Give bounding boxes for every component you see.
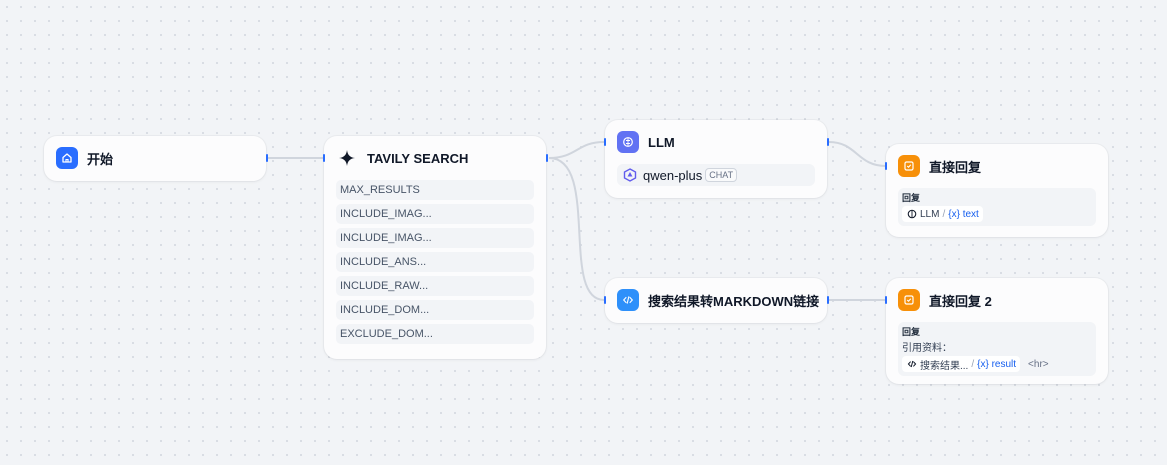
model-selector[interactable]: qwen-plus CHAT (617, 164, 815, 186)
param-item: MAX_RESULTS (336, 180, 534, 200)
input-handle[interactable] (604, 296, 606, 304)
node-title: 搜索结果转MARKDOWN链接 (648, 293, 820, 309)
edge-tavily-code (548, 157, 605, 301)
variable-separator: / (942, 208, 946, 220)
answer-label: 回复 (902, 193, 921, 203)
node-title: 直接回复 (929, 159, 982, 175)
node-code-markdown[interactable]: 搜索结果转MARKDOWN链接 (604, 278, 829, 323)
param-item: INCLUDE_DOM... (336, 300, 534, 320)
code-icon (906, 359, 917, 370)
param-item: INCLUDE_IMAG... (336, 204, 534, 224)
node-title: TAVILY SEARCH (367, 150, 469, 166)
edge-tavily-llm (548, 141, 605, 159)
home-icon (56, 147, 78, 169)
variable-separator: / (971, 358, 975, 370)
answer-icon (898, 155, 920, 177)
output-handle[interactable] (546, 154, 548, 162)
node-title: 开始 (87, 151, 114, 167)
input-handle[interactable] (604, 138, 606, 146)
variable-reference: LLM / {x} text (902, 206, 983, 222)
node-llm[interactable]: LLM qwen-plus CHAT (604, 120, 829, 198)
code-icon (617, 289, 639, 311)
param-list: MAX_RESULTS INCLUDE_IMAG... INCLUDE_IMAG… (324, 180, 546, 344)
param-item: INCLUDE_IMAG... (336, 228, 534, 248)
input-handle[interactable] (323, 154, 325, 162)
param-item: EXCLUDE_DOM... (336, 324, 534, 344)
brain-icon (906, 209, 917, 220)
qwen-logo-icon (623, 168, 637, 182)
param-item: INCLUDE_RAW... (336, 276, 534, 296)
output-handle[interactable] (266, 154, 268, 162)
variable-name: {x} text (948, 208, 979, 220)
brain-icon (617, 131, 639, 153)
answer-label: 回复 (902, 327, 921, 337)
node-answer-1[interactable]: 直接回复 回复 LLM / {x} text (885, 144, 1108, 237)
variable-reference: 搜索结果... / {x} result (902, 356, 1021, 372)
answer-icon (898, 289, 920, 311)
variable-source: 搜索结果... (920, 360, 969, 372)
edge-llm-answer1 (828, 141, 887, 167)
output-handle[interactable] (827, 138, 829, 146)
node-title: 直接回复 2 (929, 293, 992, 309)
html-tag: <hr> (1028, 358, 1049, 370)
param-item: INCLUDE_ANS... (336, 252, 534, 272)
node-start[interactable]: 开始 (44, 136, 268, 181)
answer-text: 引用资料： (902, 343, 952, 354)
node-title: LLM (648, 134, 675, 150)
model-name: qwen-plus (643, 167, 703, 183)
answer-content: 回复 LLM / {x} text (898, 188, 1096, 226)
variable-source: LLM (920, 208, 940, 220)
model-mode-badge: CHAT (705, 168, 738, 182)
node-tavily-search[interactable]: TAVILY SEARCH MAX_RESULTS INCLUDE_IMAG..… (323, 136, 548, 359)
input-handle[interactable] (885, 296, 887, 304)
output-handle[interactable] (827, 296, 829, 304)
sparkle-icon (336, 147, 358, 169)
answer-content: 回复 引用资料： 搜索结果... / {x} result <hr> (898, 322, 1096, 376)
variable-name: {x} result (977, 358, 1017, 370)
input-handle[interactable] (885, 162, 887, 170)
node-answer-2[interactable]: 直接回复 2 回复 引用资料： 搜索结果... / {x} result <hr… (885, 278, 1108, 384)
